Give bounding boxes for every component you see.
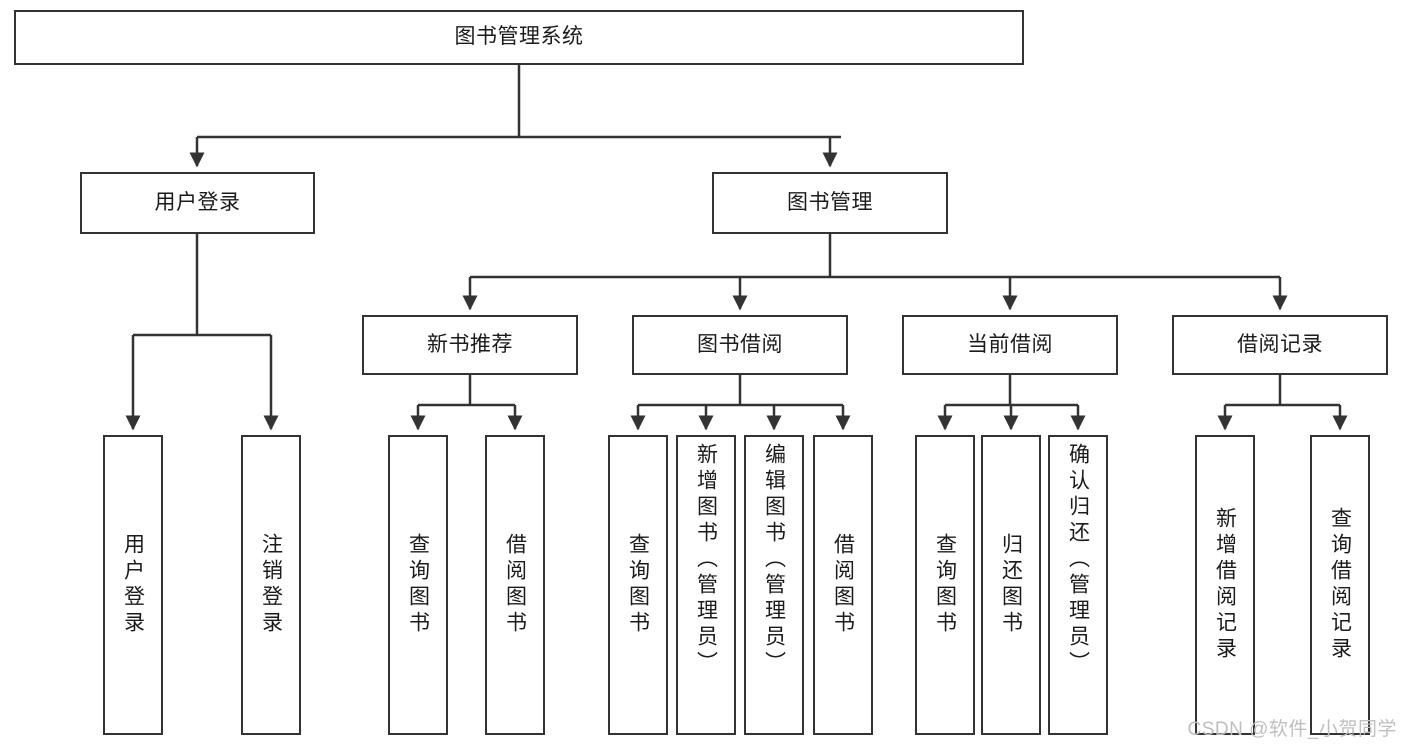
leaf-new-book-1-label: 查询图书 bbox=[406, 533, 430, 637]
leaf-book-borrow-2-label: 新增图书（管理员） bbox=[694, 443, 718, 677]
leaf-borrow-record-1-label: 新增借阅记录 bbox=[1213, 507, 1237, 663]
leaf-current-borrow-1-label: 查询图书 bbox=[933, 533, 957, 637]
node-current-borrow-label: 当前借阅 bbox=[967, 332, 1053, 356]
node-user-login[interactable]: 用户登录 bbox=[80, 172, 315, 234]
leaf-current-borrow-1[interactable]: 查询图书 bbox=[915, 435, 975, 735]
node-book-borrow-label: 图书借阅 bbox=[697, 332, 783, 356]
leaf-new-book-1[interactable]: 查询图书 bbox=[388, 435, 448, 735]
leaf-current-borrow-2[interactable]: 归还图书 bbox=[981, 435, 1041, 735]
node-current-borrow[interactable]: 当前借阅 bbox=[902, 315, 1118, 375]
node-borrow-record-label: 借阅记录 bbox=[1237, 332, 1323, 356]
node-new-book-recommend[interactable]: 新书推荐 bbox=[362, 315, 578, 375]
node-book-manage[interactable]: 图书管理 bbox=[712, 172, 948, 234]
node-book-borrow[interactable]: 图书借阅 bbox=[632, 315, 848, 375]
leaf-borrow-record-1[interactable]: 新增借阅记录 bbox=[1195, 435, 1255, 735]
leaf-book-borrow-4[interactable]: 借阅图书 bbox=[813, 435, 873, 735]
node-root[interactable]: 图书管理系统 bbox=[14, 10, 1024, 65]
leaf-user-login-2-label: 注销登录 bbox=[259, 533, 283, 637]
leaf-new-book-2[interactable]: 借阅图书 bbox=[485, 435, 545, 735]
leaf-current-borrow-2-label: 归还图书 bbox=[999, 533, 1023, 637]
leaf-current-borrow-3[interactable]: 确认归还（管理员） bbox=[1048, 435, 1108, 735]
leaf-book-borrow-4-label: 借阅图书 bbox=[831, 533, 855, 637]
node-user-login-label: 用户登录 bbox=[154, 190, 241, 214]
leaf-book-borrow-2[interactable]: 新增图书（管理员） bbox=[676, 435, 736, 735]
leaf-user-login-2[interactable]: 注销登录 bbox=[241, 435, 301, 735]
node-new-book-recommend-label: 新书推荐 bbox=[427, 332, 513, 356]
node-book-manage-label: 图书管理 bbox=[787, 190, 873, 214]
leaf-user-login-1-label: 用户登录 bbox=[121, 533, 145, 637]
leaf-book-borrow-3-label: 编辑图书（管理员） bbox=[762, 443, 786, 677]
node-root-label: 图书管理系统 bbox=[454, 25, 584, 49]
leaf-book-borrow-1-label: 查询图书 bbox=[626, 533, 650, 637]
leaf-borrow-record-2-label: 查询借阅记录 bbox=[1328, 507, 1352, 663]
watermark: CSDN @软件_小贺同学 bbox=[1187, 719, 1397, 740]
leaf-new-book-2-label: 借阅图书 bbox=[503, 533, 527, 637]
leaf-user-login-1[interactable]: 用户登录 bbox=[103, 435, 163, 735]
node-borrow-record[interactable]: 借阅记录 bbox=[1172, 315, 1388, 375]
leaf-book-borrow-3[interactable]: 编辑图书（管理员） bbox=[744, 435, 804, 735]
leaf-current-borrow-3-label: 确认归还（管理员） bbox=[1066, 443, 1090, 677]
leaf-book-borrow-1[interactable]: 查询图书 bbox=[608, 435, 668, 735]
leaf-borrow-record-2[interactable]: 查询借阅记录 bbox=[1310, 435, 1370, 735]
